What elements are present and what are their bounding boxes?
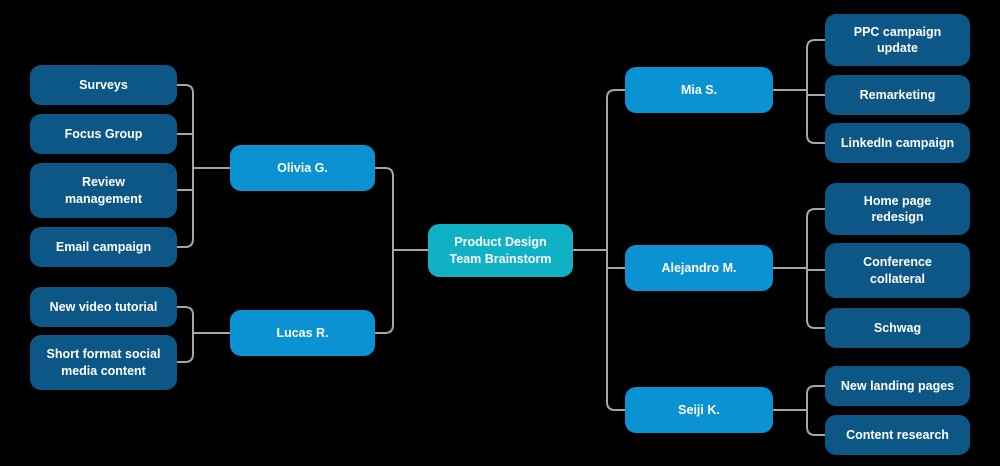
connector-alejandro-topics-bus [806, 208, 825, 329]
connector-seiji-topics-bus [806, 385, 825, 436]
node-focus-group[interactable]: Focus Group [30, 114, 177, 154]
node-surveys[interactable]: Surveys [30, 65, 177, 105]
connector-mia-topics-bus [806, 39, 825, 144]
node-email-campaign[interactable]: Email campaign [30, 227, 177, 267]
node-ppc-campaign-update[interactable]: PPC campaign update [825, 14, 970, 66]
node-new-video-tutorial[interactable]: New video tutorial [30, 287, 177, 327]
node-content-research[interactable]: Content research [825, 415, 970, 455]
connector-olivia-topics-bus [177, 84, 194, 248]
node-olivia-g[interactable]: Olivia G. [230, 145, 375, 191]
node-schwag[interactable]: Schwag [825, 308, 970, 348]
node-mia-s[interactable]: Mia S. [625, 67, 773, 113]
node-home-page-redesign[interactable]: Home page redesign [825, 183, 970, 235]
node-conference-collateral[interactable]: Conference collateral [825, 243, 970, 298]
connector-lucas-topics-bus [177, 306, 194, 363]
node-new-landing-pages[interactable]: New landing pages [825, 366, 970, 406]
connector-right-main-bus [606, 89, 625, 411]
node-review-management[interactable]: Review management [30, 163, 177, 218]
node-short-format-social-media-content[interactable]: Short format social media content [30, 335, 177, 390]
node-remarketing[interactable]: Remarketing [825, 75, 970, 115]
node-alejandro-m[interactable]: Alejandro M. [625, 245, 773, 291]
connector-left-main-bus [375, 167, 394, 334]
node-linkedin-campaign[interactable]: LinkedIn campaign [825, 123, 970, 163]
node-product-design-team-brainstorm[interactable]: Product Design Team Brainstorm [428, 224, 573, 277]
node-lucas-r[interactable]: Lucas R. [230, 310, 375, 356]
node-seiji-k[interactable]: Seiji K. [625, 387, 773, 433]
